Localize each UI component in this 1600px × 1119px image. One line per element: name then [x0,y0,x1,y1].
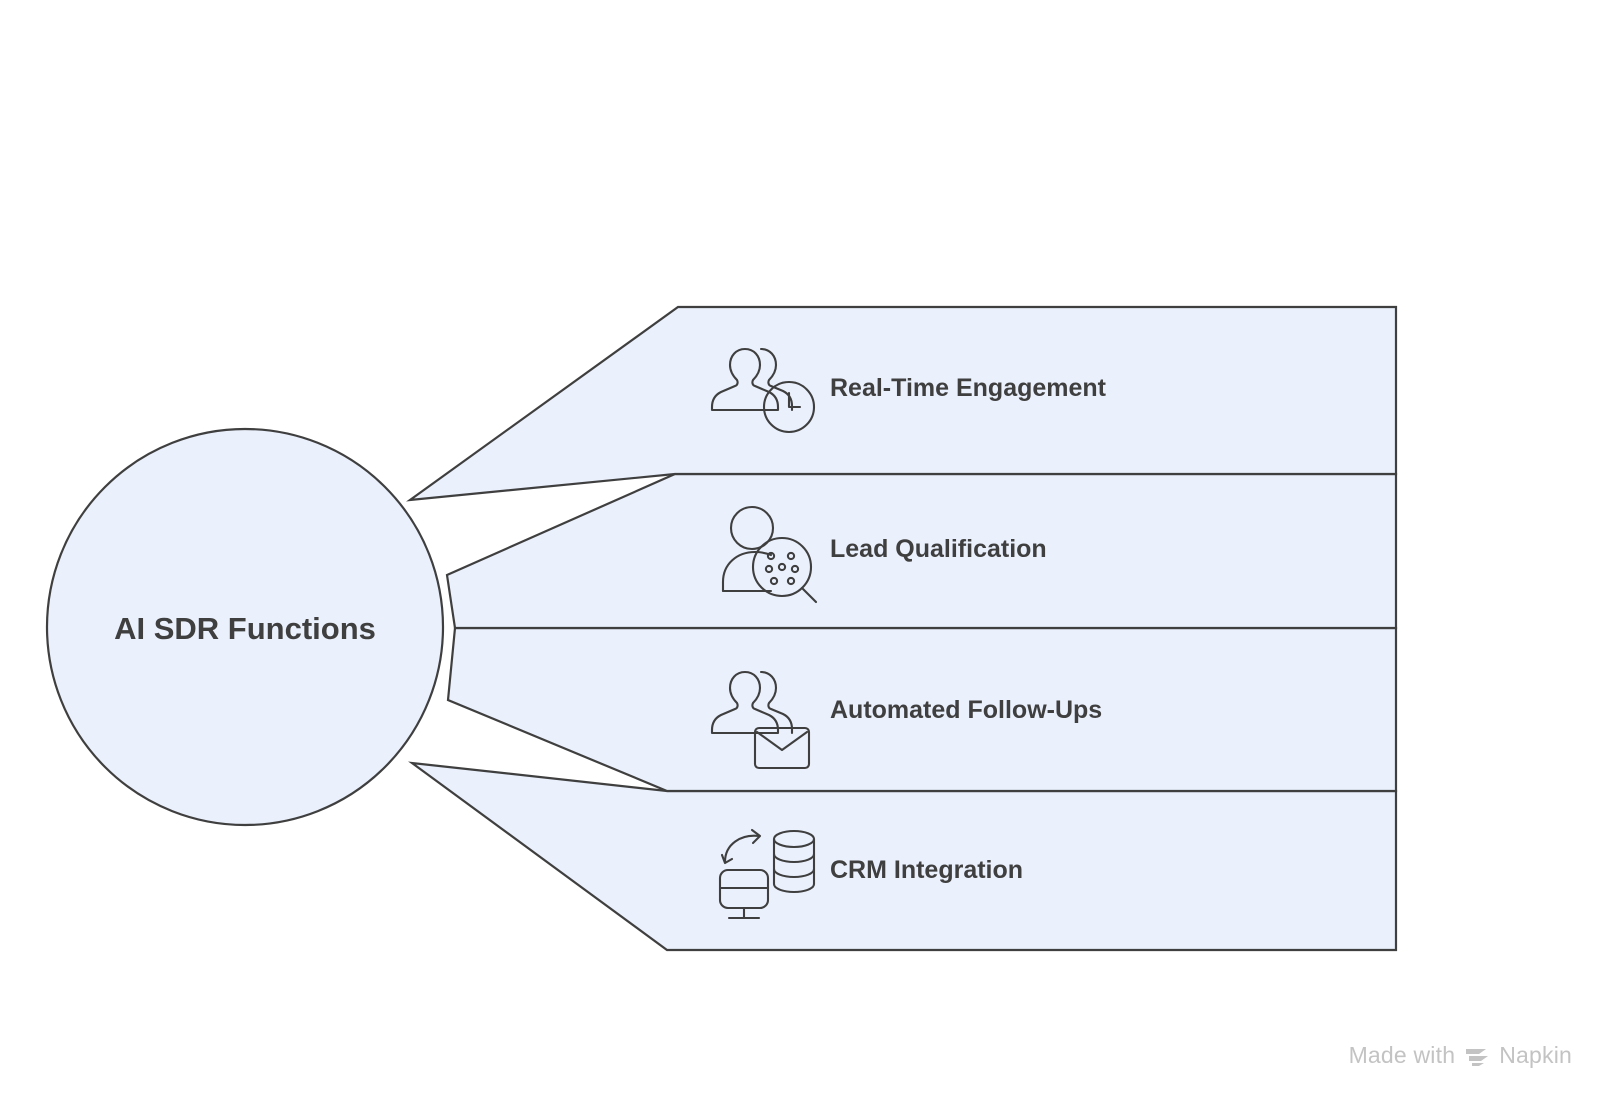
band-shape-2[interactable] [445,472,1398,630]
band-shape-4[interactable] [408,761,1398,952]
napkin-logo-icon [1464,1045,1490,1067]
napkin-watermark: Made with Napkin [1349,1042,1572,1069]
hub-circle[interactable] [45,427,445,827]
band-1[interactable]: Real-Time Engagement [406,305,1398,502]
person-magnifier-icon [721,505,818,604]
band-4[interactable]: CRM Integration [408,761,1398,952]
monitor-database-sync-icon [718,828,816,920]
users-clock-icon [710,347,816,434]
band-label-2: Lead Qualification [830,535,1047,563]
band-2[interactable]: Lead Qualification [445,472,1398,630]
band-label-4: CRM Integration [830,856,1023,884]
watermark-prefix: Made with [1348,1042,1456,1068]
users-envelope-icon [710,670,811,770]
band-shape-1[interactable] [406,305,1398,502]
watermark-brand: Napkin [1499,1042,1572,1068]
band-label-1: Real-Time Engagement [830,374,1107,402]
hub-label: AI SDR Functions [114,611,376,646]
band-label-3: Automated Follow-Ups [830,696,1102,724]
band-3[interactable]: Automated Follow-Ups [446,626,1398,793]
hub-node[interactable]: AI SDR Functions [45,427,445,827]
